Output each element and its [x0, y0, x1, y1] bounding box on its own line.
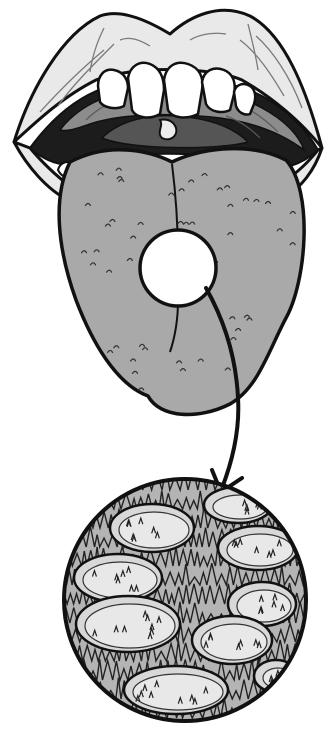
- uvula: [160, 119, 177, 139]
- tongue: [59, 149, 304, 415]
- magnified-papillae: [60, 468, 318, 721]
- taste-area-highlight: [140, 230, 216, 306]
